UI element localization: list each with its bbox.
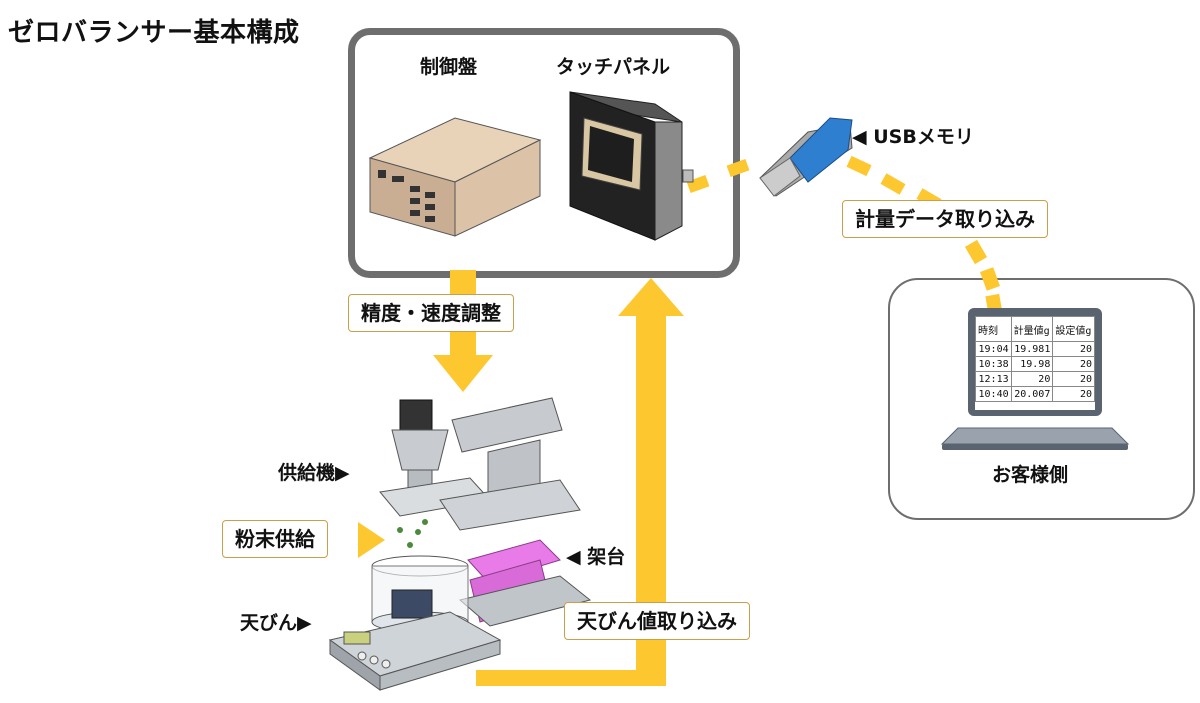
- usb-memory-label: ◀ USBメモリ: [852, 126, 974, 148]
- sheet-header: 時刻: [975, 316, 1012, 342]
- control-panel-box-icon: [368, 117, 542, 237]
- feeder-machine-icon: [379, 397, 581, 548]
- sheet-cell: 19.981: [1010, 341, 1054, 357]
- balance-icon: [328, 555, 502, 691]
- sheet-cell: 12:13: [975, 371, 1012, 387]
- sheet-cell: 10:40: [975, 386, 1012, 402]
- sheet-header: 計量値g: [1010, 316, 1054, 342]
- sheet-cell: 20: [1052, 356, 1095, 372]
- sheet-cell: 20: [1052, 341, 1095, 357]
- stand-lift-icon: [458, 539, 592, 627]
- data-import-box: 計量データ取り込み: [842, 200, 1048, 238]
- touch-panel-icon: [569, 91, 694, 241]
- spreadsheet-screen: 時刻 計量値g 設定値g 19:04 19.981 20 10:38 19.98…: [975, 316, 1095, 410]
- customer-side-label: お客様側: [992, 464, 1069, 486]
- sheet-cell: 19:04: [975, 341, 1012, 357]
- sheet-cell: 20: [1010, 371, 1054, 387]
- powder-arrow-icon: [358, 522, 385, 558]
- balance-import-box: 天びん値取り込み: [564, 602, 750, 640]
- data-flow-dashes: [686, 155, 1004, 330]
- balance-label: 天びん▶: [240, 612, 312, 634]
- sheet-cell: 20: [1052, 386, 1095, 402]
- sheet-cell: 20: [1052, 371, 1095, 387]
- powder-supply-box: 粉末供給: [222, 520, 328, 558]
- sheet-cell: 19.98: [1010, 356, 1054, 372]
- control-panel-label: 制御盤: [420, 56, 478, 78]
- feeder-label: 供給機▶: [278, 462, 350, 484]
- tuning-box: 精度・速度調整: [348, 294, 514, 332]
- sheet-cell: 20.007: [1010, 386, 1054, 402]
- page-title: ゼロバランサー基本構成: [8, 18, 300, 48]
- usb-memory-icon: [759, 117, 853, 197]
- sheet-header: 設定値g: [1052, 316, 1095, 342]
- sheet-cell: 10:38: [975, 356, 1012, 372]
- stand-label: ◀ 架台: [566, 546, 626, 568]
- touch-panel-label: タッチパネル: [556, 56, 671, 78]
